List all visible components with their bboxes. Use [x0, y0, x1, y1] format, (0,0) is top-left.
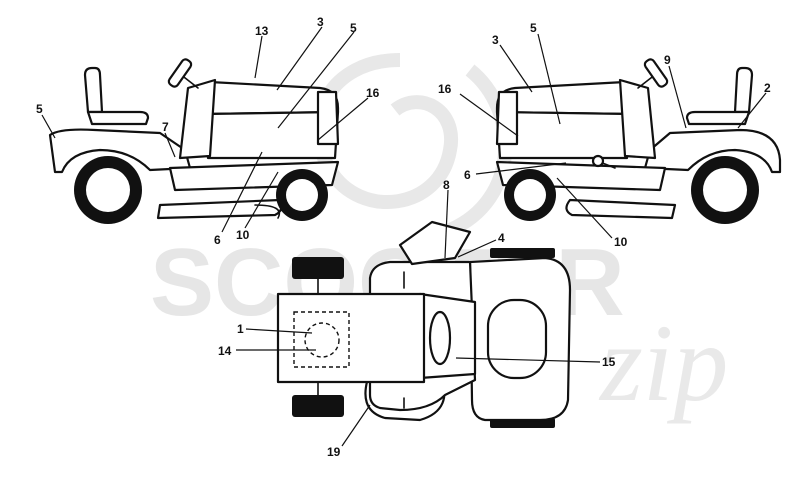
- seat-back: [733, 66, 754, 114]
- tractor-left-side-view: 13 3 5 16 5 7 6 10: [36, 15, 380, 247]
- tractor-top-view: 8 4 1 14 15 19: [218, 178, 616, 459]
- callout-13: 13: [255, 24, 269, 38]
- seat-back: [83, 66, 104, 114]
- lift-lever-knob: [591, 154, 605, 168]
- dash-tower: [618, 78, 657, 160]
- rear-body: [48, 128, 192, 174]
- watermark-swirl-logo: [311, 53, 513, 237]
- steering-wheel-top: [428, 310, 452, 366]
- tractor-right-side-view: 3 5 9 2 16 6 10: [438, 21, 782, 249]
- callout-16: 16: [366, 86, 380, 100]
- rear-body: [643, 128, 782, 174]
- fuel-cap-dashed: [304, 322, 340, 358]
- callout-3: 3: [317, 15, 324, 29]
- watermark-script-text: zip: [598, 302, 728, 424]
- rear-tire-top-right: [292, 395, 344, 417]
- grass-chute: [398, 220, 472, 266]
- callout-16: 16: [438, 82, 452, 96]
- rear-tire-top-left: [292, 257, 344, 279]
- callout-10: 10: [614, 235, 628, 249]
- callout-10: 10: [236, 228, 250, 242]
- steering-wheel: [167, 58, 193, 88]
- steering-wheel: [643, 58, 669, 88]
- callout-7: 7: [162, 120, 169, 134]
- deck-hose: [254, 204, 280, 219]
- seat-pan-top: [276, 292, 426, 384]
- dash-tower: [178, 78, 217, 160]
- callout-6: 6: [214, 233, 221, 247]
- callout-5: 5: [530, 21, 537, 35]
- front-tire-top-left: [490, 248, 555, 258]
- front-grille: [495, 90, 519, 146]
- callout-3: 3: [492, 33, 499, 47]
- callout-1: 1: [237, 322, 244, 336]
- mower-deck: [565, 198, 677, 220]
- callout-9: 9: [664, 53, 671, 67]
- front-grille: [316, 90, 340, 146]
- callout-5-seat: 5: [36, 102, 43, 116]
- callout-2: 2: [764, 81, 771, 95]
- fuel-tank-dashed-outline: [293, 311, 350, 368]
- mower-deck: [156, 198, 283, 220]
- callout-8: 8: [443, 178, 450, 192]
- seat-cushion: [86, 110, 150, 126]
- callout-15: 15: [602, 355, 616, 369]
- callout-5: 5: [350, 21, 357, 35]
- callout-14: 14: [218, 344, 232, 358]
- callout-6: 6: [464, 168, 471, 182]
- callout-4: 4: [498, 231, 505, 245]
- front-grille-top: [486, 298, 548, 380]
- seat-cushion: [685, 110, 751, 126]
- callout-19: 19: [327, 445, 341, 459]
